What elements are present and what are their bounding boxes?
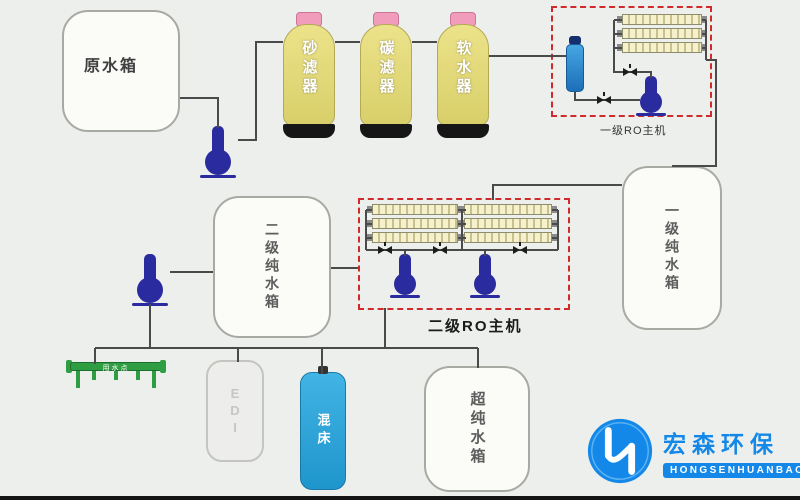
- raw-water-tank-label: 原水箱: [84, 58, 139, 75]
- bottom-border-line: [0, 496, 800, 500]
- cartridge-prefilter-icon: [566, 36, 584, 92]
- vessel-base: [437, 124, 489, 138]
- logo-name-en: HONGSENHUANBAO: [663, 462, 800, 478]
- use-point-label: 用水点: [102, 365, 130, 372]
- mixed-bed-label: 混床: [315, 413, 331, 449]
- logo-name-cn: 宏森环保: [663, 430, 779, 457]
- tap-icon: [92, 371, 96, 380]
- water-softener-label: 软水器: [454, 40, 472, 97]
- ro-membrane-icon: [459, 232, 557, 243]
- ultrapure-water-tank: 超纯水箱: [424, 366, 530, 492]
- carbon-filter-vessel: 碳滤器: [360, 12, 412, 138]
- vessel-base: [283, 124, 335, 138]
- mixed-bed-column: 混床: [300, 372, 346, 490]
- sand-filter-label: 砂滤器: [300, 40, 318, 97]
- raw-water-pump-icon: [198, 126, 238, 178]
- edi-module: EDI: [206, 360, 264, 462]
- tap-icon: [136, 371, 140, 380]
- ro-membrane-icon: [459, 204, 557, 215]
- ro-membrane-icon: [367, 218, 463, 229]
- logo-swirl-icon: [587, 418, 653, 484]
- company-logo: 宏森环保 HONGSENHUANBAO: [585, 410, 800, 492]
- stage1-pure-water-tank-label: 一级纯水箱: [664, 203, 680, 293]
- ro-membrane-icon: [459, 218, 557, 229]
- raw-water-tank: 原水箱: [62, 10, 180, 132]
- stage1-pure-water-tank: 一级纯水箱: [622, 166, 722, 330]
- stage2-ro-pump-icon: [468, 254, 502, 298]
- stage2-pure-water-tank: 二级纯水箱: [213, 196, 331, 338]
- stage2-transfer-pump-icon: [130, 254, 170, 306]
- ultrapure-water-tank-label: 超纯水箱: [468, 391, 486, 467]
- tap-icon: [114, 371, 118, 380]
- stage1-ro-pump-icon: [634, 76, 668, 116]
- carbon-filter-label: 碳滤器: [377, 40, 395, 97]
- ro-membrane-icon: [617, 28, 707, 39]
- edi-label: EDI: [227, 385, 243, 437]
- sand-filter-vessel: 砂滤器: [283, 12, 335, 138]
- use-point-manifold: 用水点: [66, 358, 166, 390]
- ro-membrane-icon: [617, 14, 707, 25]
- stage2-pure-water-tank-label: 二级纯水箱: [264, 222, 280, 312]
- ro-membrane-icon: [617, 42, 707, 53]
- ro-membrane-icon: [367, 204, 463, 215]
- water-softener-vessel: 软水器: [437, 12, 489, 138]
- vessel-base: [360, 124, 412, 138]
- stage2-ro-pump-icon: [388, 254, 422, 298]
- ro-membrane-icon: [367, 232, 463, 243]
- stage2-ro-unit-label: 二级RO主机: [428, 318, 523, 335]
- stage1-ro-unit-label: 一级RO主机: [600, 125, 667, 137]
